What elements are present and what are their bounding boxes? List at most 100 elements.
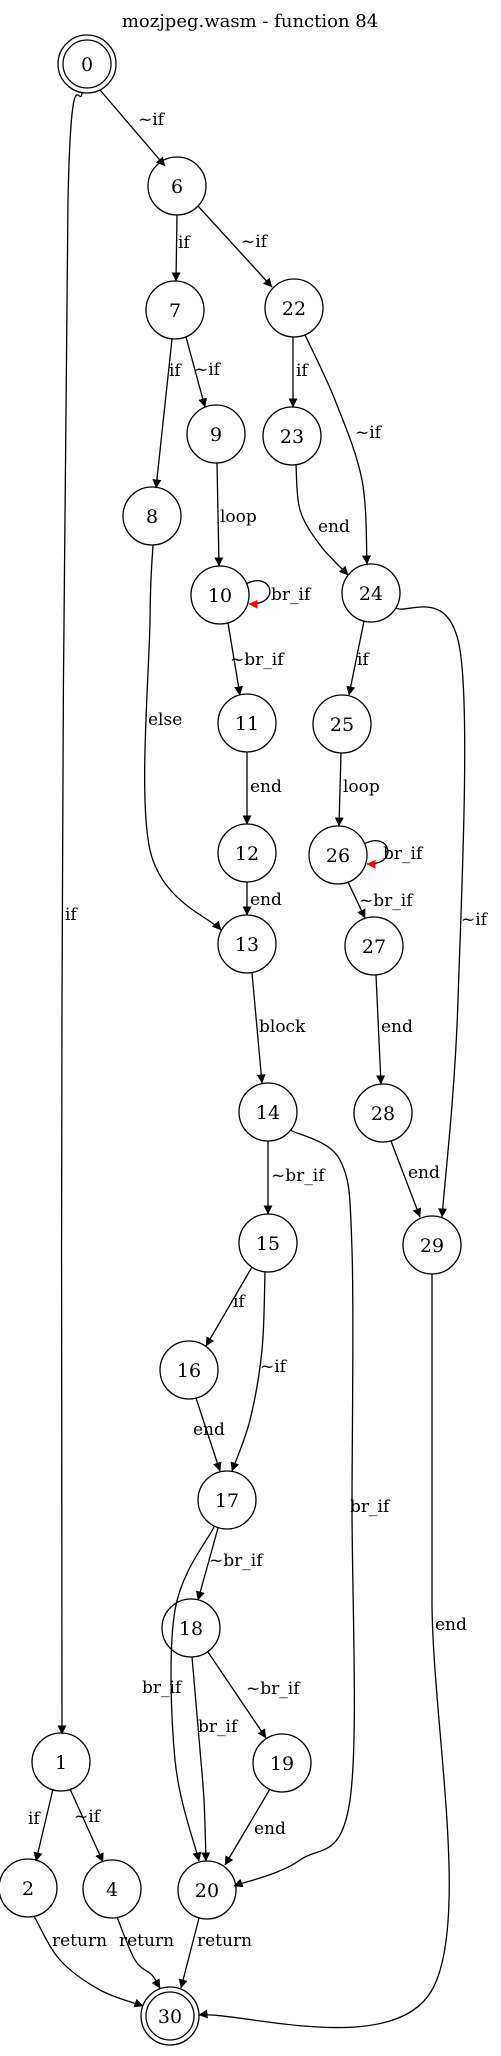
node-label: 7 xyxy=(169,300,181,322)
node-circle xyxy=(353,1083,413,1143)
edge-label: end xyxy=(193,1420,225,1440)
edge-line xyxy=(33,1915,144,2008)
edge-0-to-6: ~if xyxy=(99,89,166,167)
node-28[interactable]: 28 xyxy=(353,1083,413,1143)
node-circle xyxy=(31,1732,91,1792)
node-label: 0 xyxy=(81,54,93,76)
node-26[interactable]: 26 xyxy=(308,825,368,885)
edge-line xyxy=(205,1266,253,1347)
edge-line xyxy=(185,336,208,408)
edge-line xyxy=(152,338,173,489)
node-label: 25 xyxy=(330,714,354,736)
node-29[interactable]: 29 xyxy=(402,1215,462,1275)
node-9[interactable]: 9 xyxy=(186,404,246,464)
edge-line xyxy=(363,840,389,869)
node-circle xyxy=(57,34,117,94)
node-1[interactable]: 1 xyxy=(31,1732,91,1792)
edge-26-to-27: ~br_if xyxy=(347,881,414,919)
edge-line xyxy=(245,580,271,609)
node-circle xyxy=(312,694,372,754)
node-20[interactable]: 20 xyxy=(177,1860,237,1920)
node-circle xyxy=(140,1986,200,2046)
edge-line xyxy=(346,620,365,696)
edge-line xyxy=(295,464,349,576)
edge-label: loop xyxy=(220,507,257,527)
node-13[interactable]: 13 xyxy=(217,914,277,974)
node-circle xyxy=(341,563,401,623)
edge-label: if xyxy=(296,361,309,381)
node-2[interactable]: 2 xyxy=(0,1858,58,1918)
node-15[interactable]: 15 xyxy=(238,1213,298,1273)
node-24[interactable]: 24 xyxy=(341,563,401,623)
node-23[interactable]: 23 xyxy=(262,406,322,466)
edge-line xyxy=(198,1273,450,2029)
edge-label: else xyxy=(148,710,182,730)
edge-22-to-23: if xyxy=(288,337,309,408)
edge-line xyxy=(251,972,266,1084)
node-4[interactable]: 4 xyxy=(82,1859,142,1919)
edge-label: ~if xyxy=(241,232,269,252)
node-circle xyxy=(82,1859,142,1919)
edge-label: block xyxy=(259,1017,306,1037)
node-label: 29 xyxy=(420,1235,444,1257)
node-circle xyxy=(0,1858,58,1918)
node-17[interactable]: 17 xyxy=(197,1470,257,1530)
node-circle xyxy=(262,406,322,466)
edge-0-to-1: if xyxy=(57,92,83,1735)
edge-19-to-20: end xyxy=(224,1788,286,1866)
node-circle xyxy=(238,1213,298,1273)
node-11[interactable]: 11 xyxy=(217,693,277,753)
edge-label: br_if xyxy=(142,1678,183,1698)
node-22[interactable]: 22 xyxy=(264,278,324,338)
edge-label: if xyxy=(178,233,191,253)
node-label: 10 xyxy=(208,585,232,607)
edge-label: ~if xyxy=(74,1807,102,1827)
node-25[interactable]: 25 xyxy=(312,694,372,754)
node-10[interactable]: 10 xyxy=(190,565,250,625)
edge-label: end xyxy=(250,777,282,797)
node-label: 15 xyxy=(256,1233,280,1255)
edge-line xyxy=(375,974,386,1085)
edge-10-to-10: br_if xyxy=(245,580,312,609)
edge-10-to-11: ~br_if xyxy=(227,622,285,696)
node-circle xyxy=(197,1470,257,1530)
edge-label: end xyxy=(381,1017,413,1037)
node-label: 17 xyxy=(215,1490,239,1512)
node-27[interactable]: 27 xyxy=(344,916,404,976)
node-8[interactable]: 8 xyxy=(122,486,182,546)
node-30[interactable]: 30 xyxy=(140,1986,200,2046)
edge-27-to-28: end xyxy=(375,974,413,1085)
edge-label: br_if xyxy=(271,585,312,605)
node-19[interactable]: 19 xyxy=(252,1733,312,1793)
edge-29-to-30: end xyxy=(198,1273,467,2029)
edge-line xyxy=(347,881,366,919)
node-circle xyxy=(264,278,324,338)
edge-18-to-20: br_if xyxy=(191,1656,239,1862)
edge-label: ~br_if xyxy=(271,1166,326,1186)
node-18[interactable]: 18 xyxy=(161,1598,221,1658)
edge-label: if xyxy=(233,1292,246,1312)
edge-line xyxy=(233,1129,356,1888)
edge-17-to-18: ~br_if xyxy=(195,1527,264,1601)
node-0[interactable]: 0 xyxy=(57,34,117,94)
node-7[interactable]: 7 xyxy=(145,280,205,340)
node-14[interactable]: 14 xyxy=(238,1082,298,1142)
edge-label: ~br_if xyxy=(246,1679,301,1699)
edge-label: end xyxy=(435,1615,467,1635)
edge-9-to-10: loop xyxy=(214,462,257,567)
edge-6-to-7: if xyxy=(171,214,191,282)
edge-label: ~if xyxy=(355,423,383,443)
node-label: 9 xyxy=(210,424,222,446)
edge-label: if xyxy=(65,905,78,925)
node-circle xyxy=(190,565,250,625)
node-circle xyxy=(308,825,368,885)
node-label: 30 xyxy=(158,2006,182,2028)
edge-line xyxy=(207,1651,267,1739)
edge-8-to-13: else xyxy=(144,544,222,931)
node-6[interactable]: 6 xyxy=(147,156,207,216)
node-12[interactable]: 12 xyxy=(217,823,277,883)
edge-1-to-2: if xyxy=(28,1788,54,1862)
node-16[interactable]: 16 xyxy=(159,1340,219,1400)
